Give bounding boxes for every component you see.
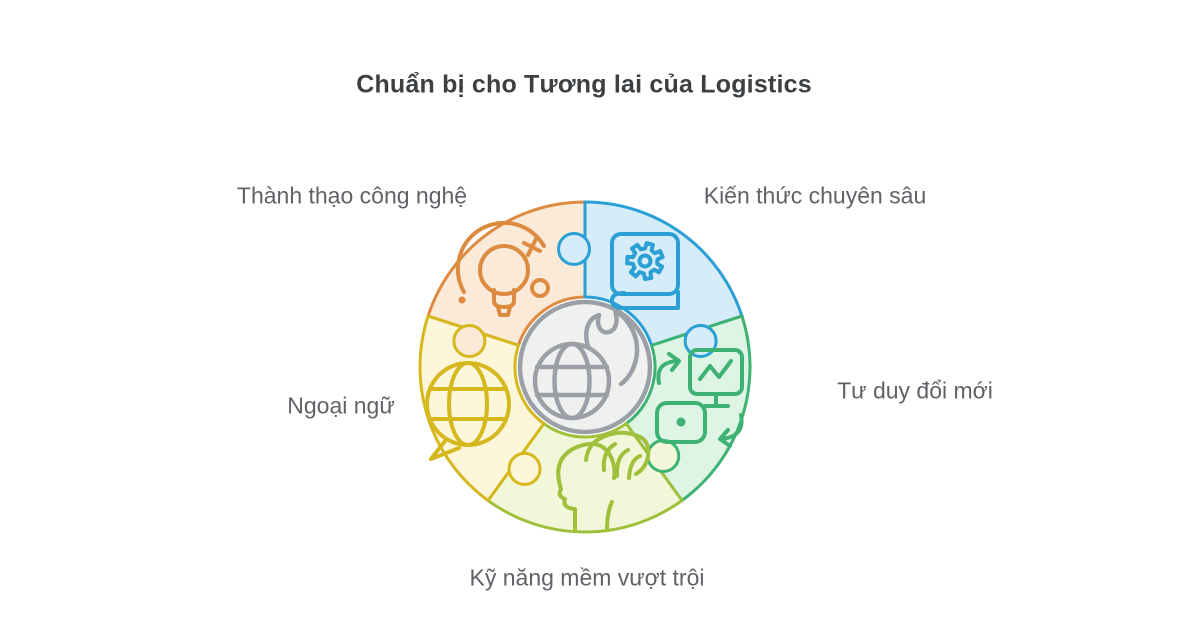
globe-icon (532, 341, 612, 421)
puzzle-knob (507, 451, 542, 486)
transform-cycle-icon (655, 348, 744, 448)
segment-language (418, 314, 546, 503)
puzzle-knob (557, 232, 591, 266)
language-globe-icon (425, 361, 511, 461)
book-gear-icon (610, 232, 680, 310)
label-softskills: Kỹ năng mềm vượt trội (469, 564, 705, 591)
label-language: Ngoại ngữ (287, 392, 395, 419)
label-innovation: Tư duy đổi mới (837, 377, 993, 404)
lightbulb-idea-icon (455, 220, 550, 317)
segment-tech (426, 200, 587, 348)
puzzle-knob (646, 438, 681, 473)
label-tech: Thành thạo công nghệ (236, 182, 468, 209)
label-knowledge: Kiến thức chuyên sâu (703, 182, 927, 209)
page-title: Chuẩn bị cho Tương lai của Logistics (356, 70, 812, 99)
head-hand-icon (556, 430, 651, 532)
segment-softskills (485, 421, 685, 534)
puzzle-knob (452, 323, 487, 358)
gear-icon (625, 241, 665, 281)
flame-icon (584, 307, 640, 387)
center-circle (517, 299, 653, 435)
